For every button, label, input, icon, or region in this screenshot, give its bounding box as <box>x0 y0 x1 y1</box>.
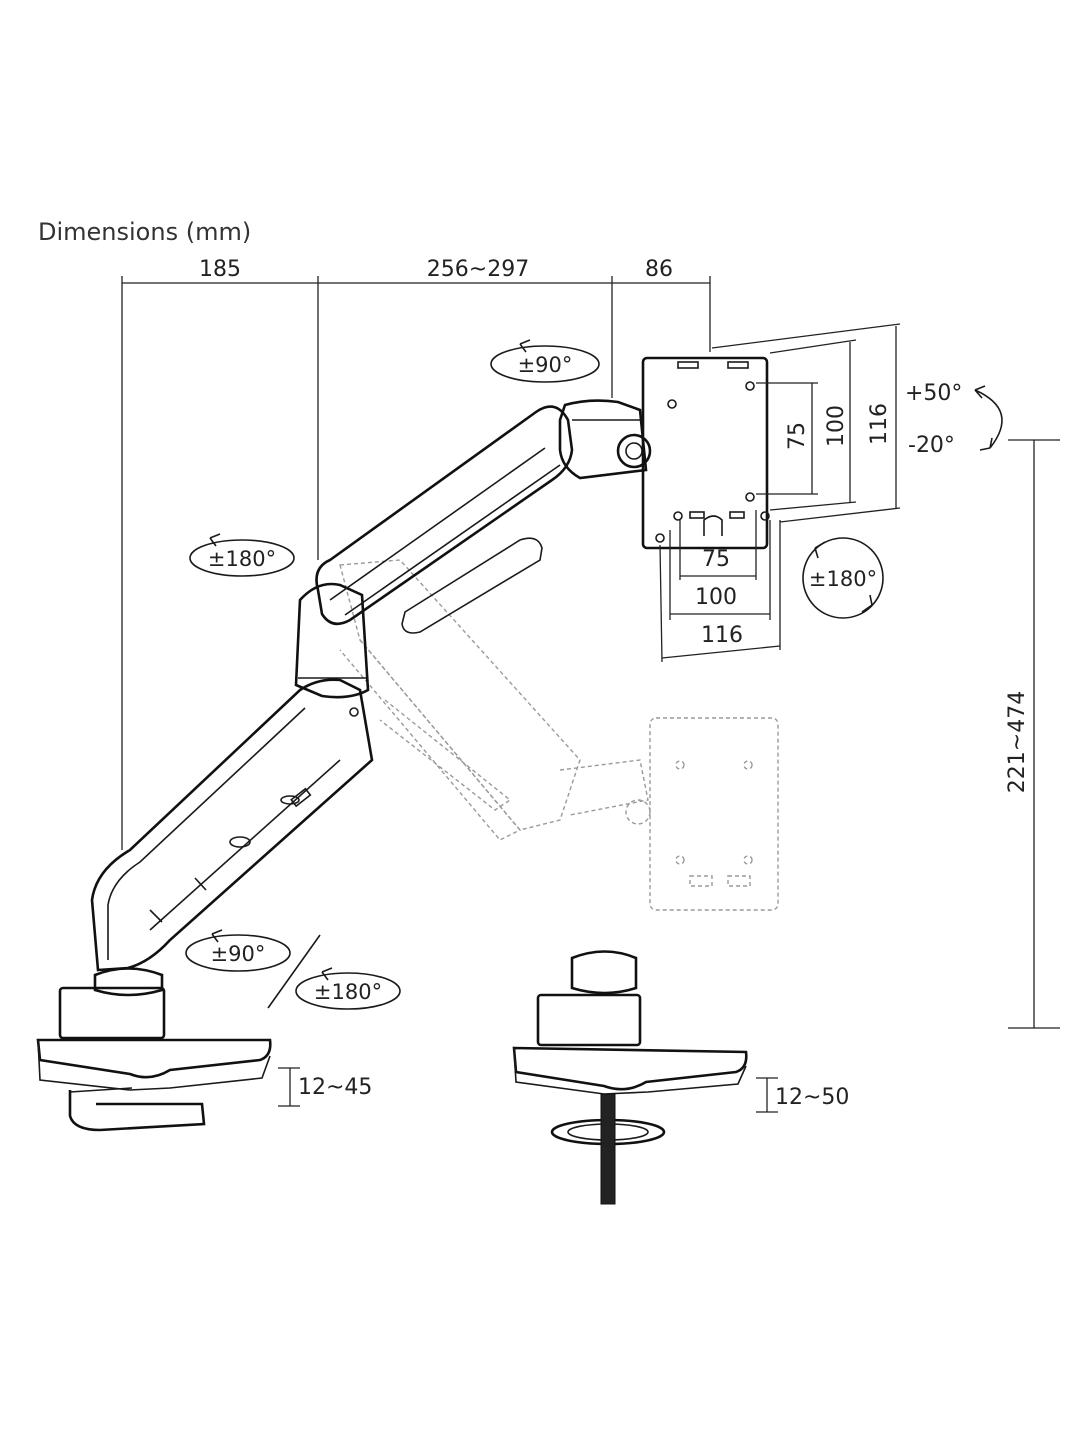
tilt-up-label: +50° <box>905 381 962 406</box>
height-dimension-line <box>1008 439 1060 1029</box>
grommet-bolt <box>600 1093 616 1205</box>
rotation-elbow-swivel: ±180° <box>189 533 295 577</box>
dim-arm-reach: 256~297 <box>427 257 529 282</box>
vesa-vertical-dims <box>711 323 901 523</box>
vesa-v-outer: 116 <box>867 403 892 445</box>
grommet-thickness-label: 12~50 <box>775 1085 849 1110</box>
clamp-base <box>36 967 272 1132</box>
upper-arm <box>315 399 652 634</box>
dim-head-depth: 86 <box>645 257 673 282</box>
diagram-title: Dimensions (mm) <box>38 218 251 246</box>
rotation-base-swivel-label: ±90° <box>211 942 266 966</box>
tilt-arrow-icon <box>974 385 1003 451</box>
dim-base-reach: 185 <box>199 257 241 282</box>
lower-arm <box>90 582 374 972</box>
vesa-h-inner: 75 <box>702 547 730 572</box>
rotation-screen: ±180° <box>802 537 884 619</box>
vesa-plate <box>641 356 770 550</box>
rotation-base-swivel: ±90° <box>185 929 291 972</box>
vesa-v-middle: 100 <box>824 405 849 447</box>
rotation-arm-swivel: ±180° <box>295 967 401 1010</box>
rotation-elbow-swivel-label: ±180° <box>208 547 276 571</box>
vesa-h-middle: 100 <box>695 585 737 610</box>
rotation-divider <box>267 934 321 1009</box>
vesa-horizontal-dims <box>659 510 781 663</box>
tilt-down-label: -20° <box>908 433 955 458</box>
height-range-label: 221~474 <box>1005 691 1030 793</box>
vesa-v-inner: 75 <box>785 422 810 450</box>
rotation-arm-swivel-label: ±180° <box>314 980 382 1004</box>
clamp-thickness-label: 12~45 <box>298 1075 372 1100</box>
grommet-thickness-dim <box>756 1077 778 1113</box>
clamp-thickness-dim <box>278 1067 300 1107</box>
rotation-screen-label: ±180° <box>809 567 877 591</box>
rotation-head-swivel-label: ±90° <box>518 353 573 377</box>
vesa-h-outer: 116 <box>701 623 743 648</box>
ghost-arm-position <box>339 559 779 911</box>
grommet-base <box>512 950 748 1205</box>
top-dimension-lines <box>121 276 711 850</box>
rotation-head-swivel: ±90° <box>490 339 600 383</box>
